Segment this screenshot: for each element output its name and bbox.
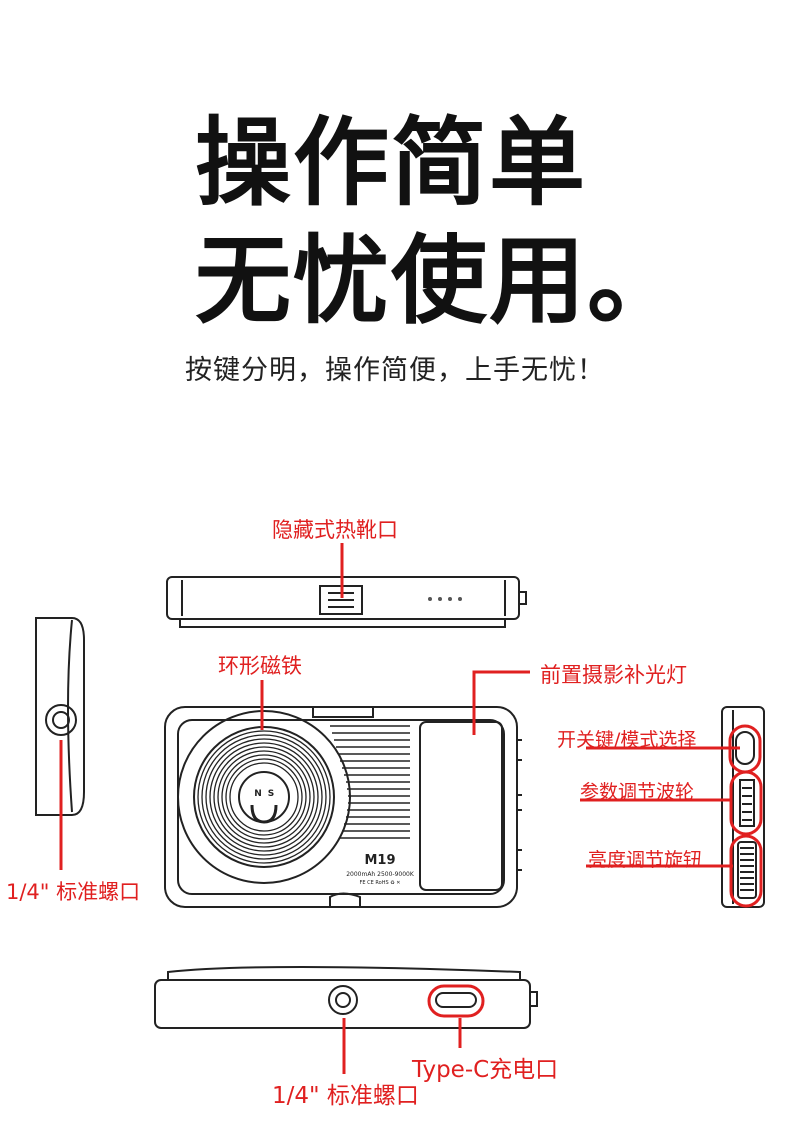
model-label: M19 — [364, 853, 395, 868]
magnet-rings — [197, 730, 331, 864]
top-view — [166, 576, 527, 628]
screw-hole-bottom — [328, 985, 358, 1015]
type-c-highlight — [427, 984, 485, 1018]
headline-line1: 操作简单 — [195, 107, 587, 219]
parameter-wheel — [739, 779, 755, 827]
brightness-highlight — [729, 834, 763, 908]
callout-front-light: 前置摄影补光灯 — [540, 663, 687, 687]
magnet-n-label: N — [254, 789, 262, 799]
front-view — [164, 706, 522, 908]
headline-subtitle: 按键分明，操作简便，上手无忧！ — [185, 355, 605, 386]
callout-type-c: Type-C充电口 — [412, 1057, 559, 1083]
type-c-port — [435, 992, 477, 1008]
callout-power-mode: 开关键/模式选择 — [557, 729, 697, 751]
callout-ring-magnet: 环形磁铁 — [218, 654, 302, 678]
indicator-dots — [428, 597, 462, 601]
front-light-leader — [472, 670, 530, 735]
param-wheel-highlight — [729, 770, 763, 836]
headline-line2: 无忧使用。 — [195, 225, 685, 337]
callout-param-wheel: 参数调节波轮 — [580, 781, 695, 803]
screw-hole-left — [45, 704, 77, 736]
bottom-view — [154, 966, 538, 1029]
fill-light-panel — [419, 721, 503, 891]
callout-screw-bottom: 1/4" 标准螺口 — [272, 1083, 419, 1109]
callout-screw-left: 1/4" 标准螺口 — [6, 880, 141, 904]
magnet-s-label: S — [268, 789, 274, 799]
right-side-view — [721, 706, 765, 908]
brightness-knob — [737, 841, 757, 899]
callout-brightness: 亮度调节旋钮 — [588, 849, 703, 871]
left-side-view — [35, 617, 85, 816]
spec-line2: FE CE RoHS ♻ ✕ — [360, 880, 401, 886]
spec-line1: 2000mAh 2500-9000K — [346, 871, 415, 878]
callout-hot-shoe: 隐藏式热靴口 — [272, 518, 398, 542]
speaker-grille — [330, 725, 410, 839]
